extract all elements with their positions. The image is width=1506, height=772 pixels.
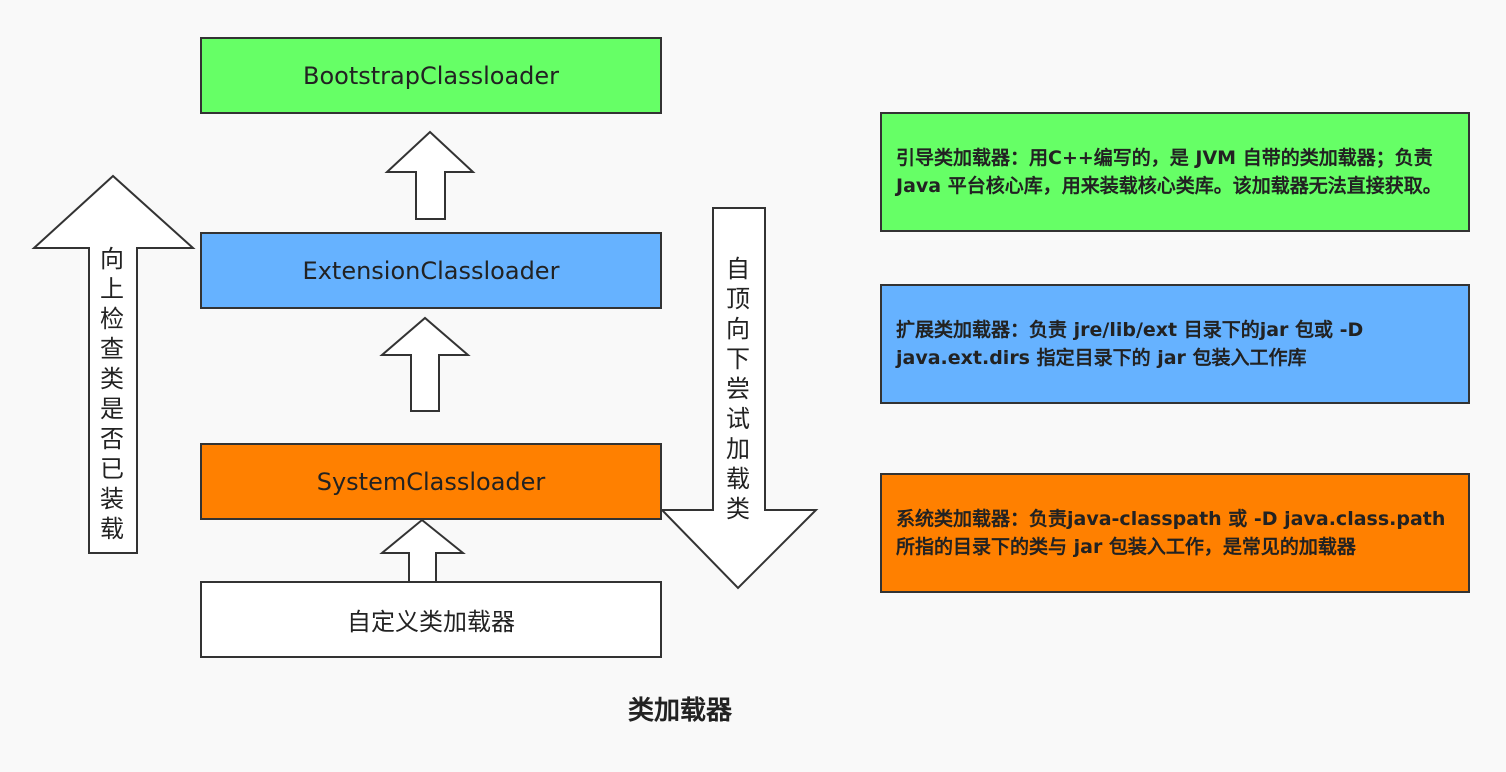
system-classloader-box: SystemClassloader (200, 443, 662, 520)
diagram-caption: 类加载器 (627, 696, 732, 726)
up-check-label: 向上检查类是否已装载 (100, 245, 124, 543)
system-classloader-label: SystemClassloader (316, 467, 546, 496)
bootstrap-classloader-label: BootstrapClassloader (302, 61, 560, 90)
system-note: 系统类加载器：负责java-classpath 或 -D java.class.… (880, 473, 1470, 593)
bootstrap-note: 引导类加载器：用C++编写的，是 JVM 自带的类加载器；负责 Java 平台核… (880, 112, 1470, 232)
down-try-arrow (659, 207, 819, 590)
custom-classloader-label: 自定义类加载器 (347, 608, 515, 636)
bootstrap-note-text: 引导类加载器：用C++编写的，是 JVM 自带的类加载器；负责 Java 平台核… (896, 147, 1442, 197)
up-check-arrow (31, 174, 196, 554)
custom-classloader-box: 自定义类加载器 (200, 581, 662, 658)
extension-note: 扩展类加载器：负责 jre/lib/ext 目录下的jar 包或 -D java… (880, 284, 1470, 404)
up-arrow-system-to-extension (379, 518, 466, 583)
up-arrow-extension-to-system (379, 316, 471, 412)
extension-classloader-label: ExtensionClassloader (302, 256, 560, 285)
extension-classloader-box: ExtensionClassloader (200, 232, 662, 309)
system-note-text: 系统类加载器：负责java-classpath 或 -D java.class.… (896, 508, 1446, 558)
bootstrap-classloader-box: BootstrapClassloader (200, 37, 662, 114)
extension-note-text: 扩展类加载器：负责 jre/lib/ext 目录下的jar 包或 -D java… (896, 319, 1364, 369)
down-try-label: 自顶向下尝试加载类 (726, 255, 750, 523)
up-arrow-extension-to-bootstrap (384, 130, 476, 220)
